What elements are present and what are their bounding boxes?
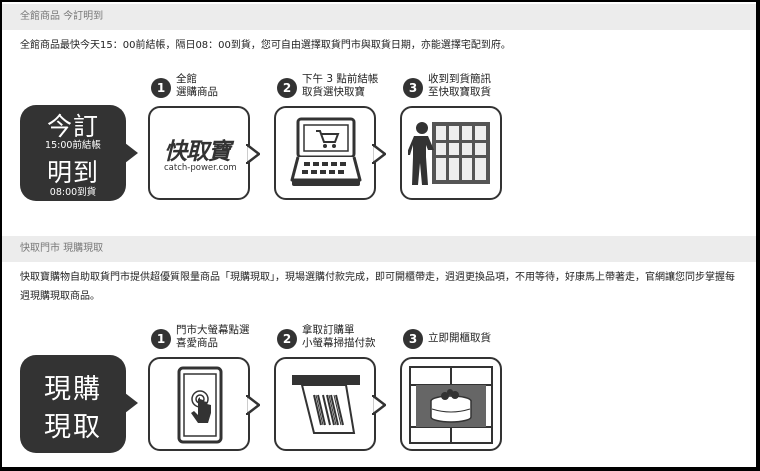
step-label-2: 下午 3 點前結帳 取貨選快取寶 xyxy=(302,73,379,98)
badge-arrival-time: 08:00到貨 xyxy=(49,187,97,198)
catch-power-logo: 快取寶 xyxy=(164,139,231,165)
section-description-order-today: 全館商品最快今天15：00前結帳，隔日08：00到貨，您可自由選擇取貨門市與取貨… xyxy=(20,40,511,51)
chevron-right-icon xyxy=(246,395,260,415)
page-frame: 全館商品 今訂明到 全館商品最快今天15：00前結帳，隔日08：00到貨，您可自… xyxy=(2,2,756,467)
step-card-open-locker xyxy=(400,357,502,451)
badge-line-tomorrow: 明到 xyxy=(46,158,99,187)
section-header-order-today: 全館商品 今訂明到 xyxy=(2,4,756,30)
badge-line-buy: 現購 xyxy=(44,374,102,405)
chevron-right-icon xyxy=(372,144,386,164)
buy-now-badge: 現購 現取 xyxy=(20,355,138,453)
step-card-touch-screen xyxy=(148,357,260,451)
step-number-3: 3 xyxy=(403,78,423,98)
step-label-3: 收到到貨簡訊 至快取寶取貨 xyxy=(428,73,491,98)
section-description-buy-now: 快取寶購物自助取貨門市提供超優質限量商品「現購現取」，現場選購付款完成，即可開櫃… xyxy=(20,272,735,302)
step-number-2: 2 xyxy=(277,329,297,349)
order-today-badge: 今訂 15:00前結帳 明到 08:00到貨 xyxy=(20,105,138,201)
step-label-2: 拿取訂購單 小螢幕掃描付款 xyxy=(302,324,376,349)
step-card-checkout xyxy=(274,106,386,200)
kiosk-cart-icon xyxy=(290,117,362,186)
step-label-1: 門市大螢幕點選 喜愛商品 xyxy=(176,324,250,349)
step-number-1: 1 xyxy=(151,329,171,349)
chevron-right-icon xyxy=(246,144,260,164)
locker-person-icon xyxy=(408,122,490,185)
receipt-barcode-icon xyxy=(292,375,360,434)
locker-cake-icon xyxy=(409,366,493,444)
section-header-buy-now: 快取門市 現購現取 xyxy=(2,236,756,262)
step-card-scan-pay xyxy=(274,357,386,451)
step-number-2: 2 xyxy=(277,78,297,98)
badge-line-take: 現取 xyxy=(44,412,102,443)
badge-cutoff-time: 15:00前結帳 xyxy=(45,140,101,151)
step-label-3: 立即開櫃取貨 xyxy=(428,332,491,344)
step-number-1: 1 xyxy=(151,78,171,98)
chevron-right-icon xyxy=(372,395,386,415)
step-number-3: 3 xyxy=(403,329,423,349)
badge-line-today: 今訂 xyxy=(46,112,99,141)
catch-power-url: catch-power.com xyxy=(164,163,237,173)
step-card-choose-products: 快取寶 catch-power.com xyxy=(148,106,260,200)
step-label-1: 全館 選購商品 xyxy=(176,73,218,98)
step-card-pickup-locker xyxy=(400,106,502,200)
touch-screen-icon xyxy=(177,366,223,444)
